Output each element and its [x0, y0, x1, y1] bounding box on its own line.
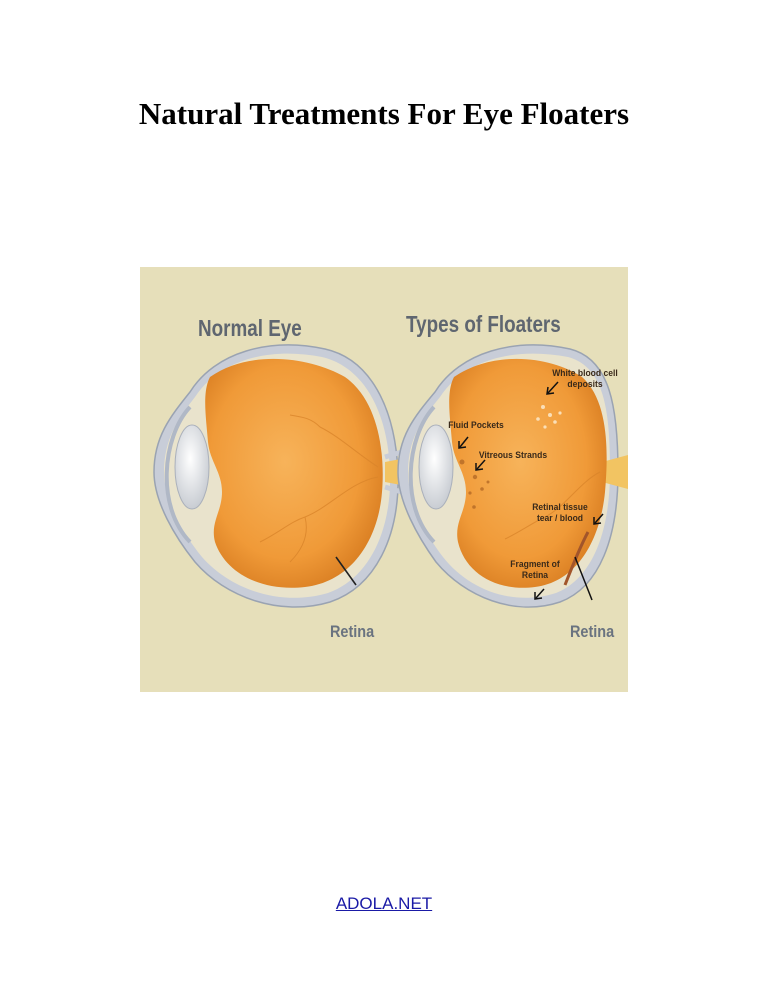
eye-diagrams: [153, 344, 628, 608]
label-fluid-pockets: Fluid Pockets: [448, 420, 504, 431]
floaters-eye-retina-label: Retina: [570, 622, 615, 641]
label-line: White blood cell: [552, 368, 618, 379]
label-line: deposits: [567, 379, 603, 390]
normal-eye-heading: Normal Eye: [198, 315, 302, 341]
eye-floaters-illustration: Normal Eye Types of Floaters Retina Reti…: [140, 267, 628, 692]
label-white-blood-cell: White blood cell deposits: [536, 368, 635, 390]
label-vitreous-strands: Vitreous Strands: [478, 450, 548, 461]
document-title: Natural Treatments For Eye Floaters: [138, 96, 630, 131]
label-line: Fragment of: [510, 559, 560, 570]
label-fragment-of-retina: Fragment of Retina: [490, 559, 580, 581]
floaters-eye-drawing: [397, 344, 628, 608]
label-retinal-tissue: Retinal tissue tear / blood: [515, 502, 605, 524]
label-line: tear / blood: [536, 513, 584, 524]
label-line: Retinal tissue: [532, 502, 588, 513]
types-of-floaters-heading: Types of Floaters: [406, 311, 561, 337]
label-line: Retina: [521, 570, 549, 581]
normal-eye-retina-label: Retina: [330, 622, 375, 641]
adola-net-link[interactable]: ADOLA.NET: [335, 894, 433, 913]
normal-eye-drawing: [153, 344, 426, 608]
